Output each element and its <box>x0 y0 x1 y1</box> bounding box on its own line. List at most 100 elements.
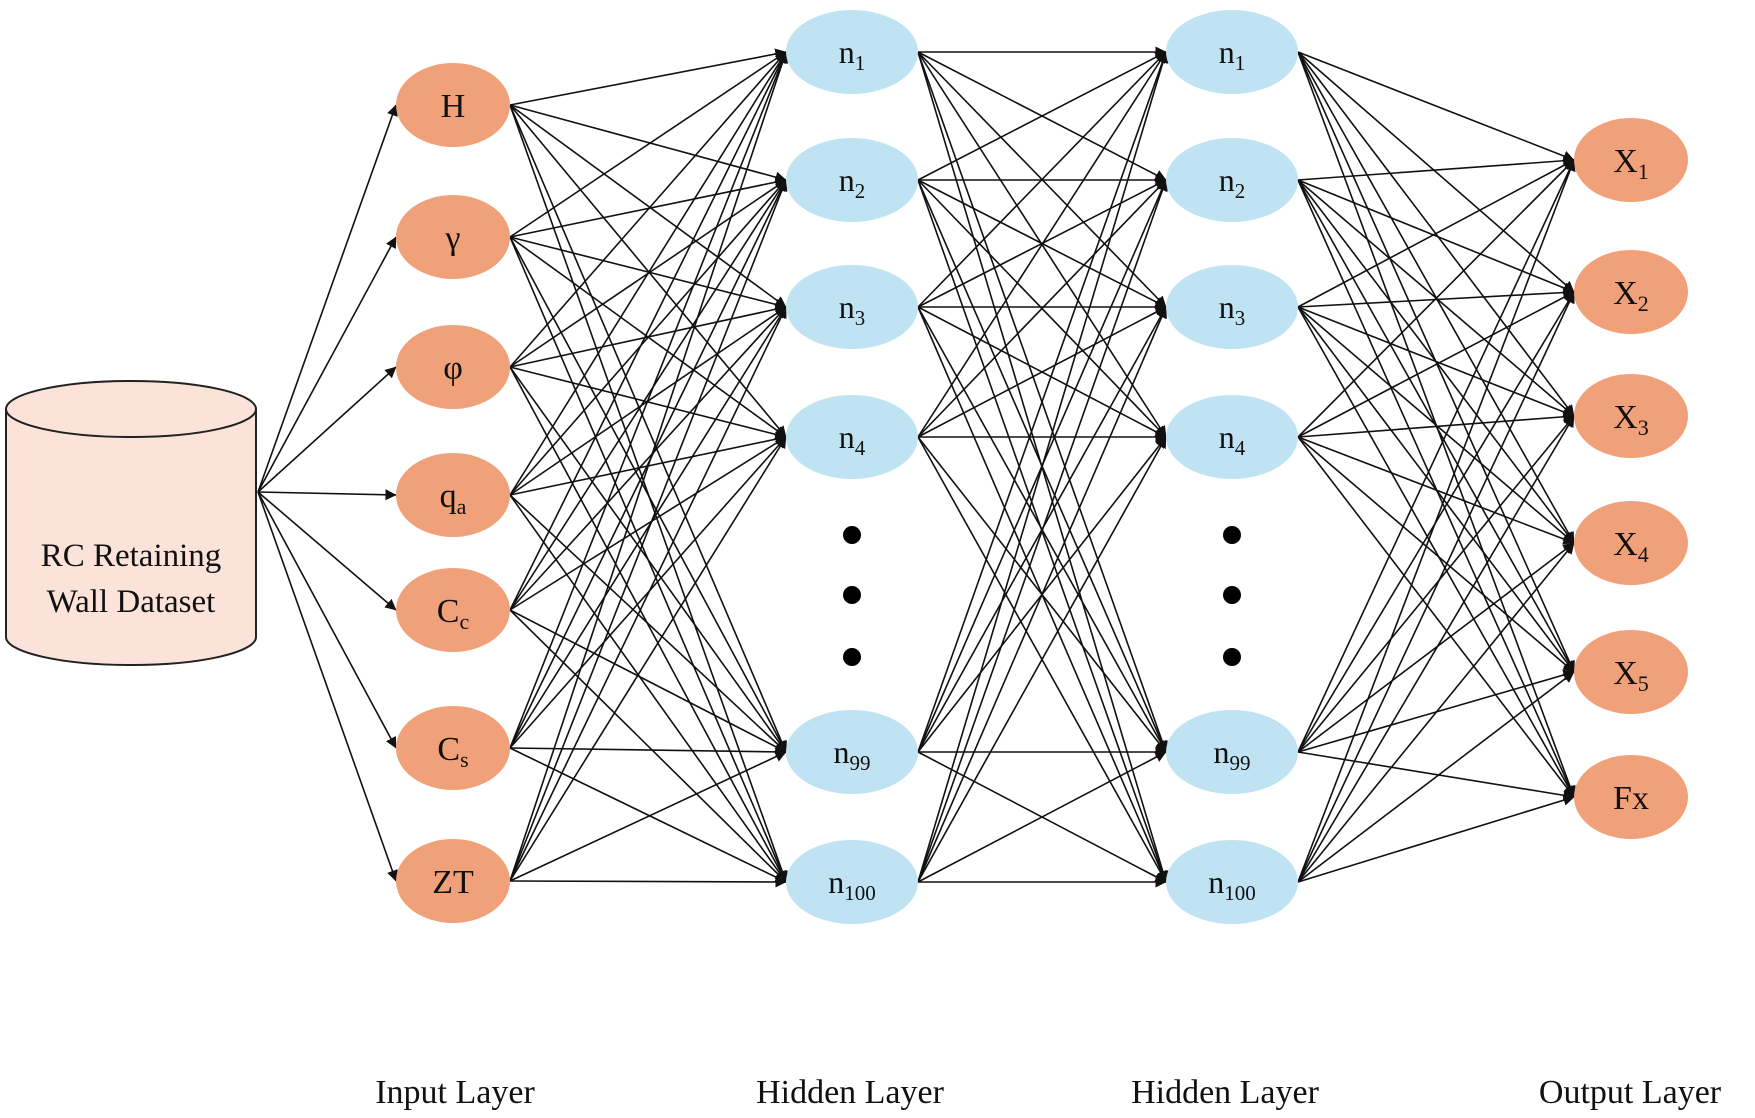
hidden2-output-edge-3-4 <box>1297 436 1575 673</box>
hidden1-node-label: n4 <box>839 419 866 460</box>
hidden1-hidden2-edge-5-1 <box>917 179 1168 883</box>
hidden-layer-1-label: Hidden Layer <box>756 1074 945 1111</box>
input-node-label: H <box>441 88 466 125</box>
hidden2-output-edge-3-0 <box>1297 159 1575 438</box>
input-hidden1-edge-3-0 <box>509 51 787 496</box>
input-hidden1-edge-6-0 <box>509 51 788 882</box>
input-hidden1-edge-4-0 <box>509 51 787 611</box>
hidden1-node-label: n2 <box>839 162 866 203</box>
dataset-edge-4 <box>257 491 397 611</box>
input-node-shape <box>396 839 510 923</box>
hidden1-hidden2-edge-3-1 <box>917 179 1167 438</box>
hidden1-node-5: n99 <box>786 710 918 794</box>
hidden2-node-label: n100 <box>1208 864 1256 905</box>
hidden2-node-5: n99 <box>1166 710 1298 794</box>
hidden2-node-shape <box>1166 138 1298 222</box>
input-node-label: φ <box>443 350 463 387</box>
hidden1-node-3: n3 <box>786 265 918 349</box>
hidden2-node-shape <box>1166 840 1298 924</box>
hidden2-output-edge-0-0 <box>1297 51 1575 162</box>
ellipsis-dot <box>843 586 861 604</box>
hidden2-output-edge-2-3 <box>1297 306 1575 544</box>
ellipsis-dot <box>843 648 861 666</box>
hidden2-output-edge-5-2 <box>1297 415 1575 883</box>
dataset-edge-1 <box>257 236 397 493</box>
output-node-label: X1 <box>1613 143 1649 184</box>
input-hidden1-edge-1-0 <box>509 51 787 238</box>
output-node-5: X5 <box>1574 630 1688 714</box>
ellipsis-dot <box>843 526 861 544</box>
dataset-cylinder: RC Retaining Wall Dataset <box>5 380 257 666</box>
input-hidden1-edge-5-0 <box>509 51 788 749</box>
hidden2-output-edge-3-2 <box>1297 411 1575 438</box>
hidden2-node-2: n2 <box>1166 138 1298 222</box>
output-node-label: X4 <box>1613 526 1649 567</box>
hidden1-hidden2-edge-1-0 <box>917 51 1167 181</box>
ellipsis-dot <box>1223 526 1241 544</box>
output-node-3: X3 <box>1574 374 1688 458</box>
hidden2-node-label: n3 <box>1219 289 1246 330</box>
dataset-label-line1: RC Retaining <box>41 538 222 574</box>
hidden2-output-edge-2-5 <box>1297 306 1575 798</box>
hidden1-hidden2-edge-5-0 <box>917 51 1169 883</box>
hidden1-hidden2-edge-3-2 <box>917 306 1167 438</box>
hidden1-node-shape <box>786 265 918 349</box>
hidden1-node-shape <box>786 10 918 94</box>
hidden1-node-shape <box>786 840 918 924</box>
output-node-1: X1 <box>1574 118 1688 202</box>
input-node-shape <box>396 325 510 409</box>
hidden2-node-6: n100 <box>1166 840 1298 924</box>
input-node-shape <box>396 706 510 790</box>
output-node-shape <box>1574 630 1688 714</box>
hidden2-output-edge-4-2 <box>1297 415 1575 753</box>
output-node-label: Fx <box>1613 780 1649 817</box>
hidden2-output-edge-2-2 <box>1297 306 1575 418</box>
hidden2-output-edge-3-3 <box>1297 436 1575 545</box>
hidden-layer-2-label: Hidden Layer <box>1131 1074 1320 1111</box>
input-hidden1-edge-5-5 <box>509 747 787 883</box>
hidden2-node-shape <box>1166 710 1298 794</box>
dataset-edge-2 <box>257 366 397 493</box>
dataset-edge-3 <box>257 489 397 501</box>
input-hidden1-edge-5-2 <box>509 306 787 749</box>
output-node-shape <box>1574 755 1688 839</box>
output-node-shape <box>1574 501 1688 585</box>
input-hidden1-edge-2-0 <box>509 51 787 368</box>
hidden2-output-edge-5-0 <box>1297 159 1576 883</box>
hidden2-output-edge-5-3 <box>1297 542 1575 883</box>
input-hidden1-edge-4-2 <box>509 306 787 611</box>
dataset-edge-6 <box>257 491 398 882</box>
input-node-shape <box>396 63 510 147</box>
input-hidden1-edge-6-5 <box>509 876 787 888</box>
input-hidden1-edge-6-4 <box>509 751 787 882</box>
input-hidden1-edge-1-4 <box>509 236 787 753</box>
input-node-label: Cs <box>437 731 468 772</box>
hidden1-hidden2-edge-5-2 <box>917 306 1167 883</box>
hidden1-hidden2-edge-2-0 <box>917 51 1167 308</box>
layer-labels: Input Layer Hidden Layer Hidden Layer Ou… <box>375 1074 1722 1111</box>
dataset-edge-0 <box>257 104 398 493</box>
hidden1-node-label: n99 <box>834 734 871 775</box>
hidden1-node-1: n1 <box>786 10 918 94</box>
hidden2-output-edge-4-0 <box>1297 159 1575 753</box>
hidden2-output-edge-1-0 <box>1297 155 1575 181</box>
input-hidden1-edge-3-4 <box>509 494 787 753</box>
output-node-label: X5 <box>1613 655 1649 696</box>
input-hidden1-edge-0-0 <box>509 48 787 106</box>
output-node-4: X4 <box>1574 501 1688 585</box>
hidden2-output-edge-5-4 <box>1297 671 1575 883</box>
dataset-edge-5 <box>257 491 397 749</box>
input-layer-label: Input Layer <box>375 1074 535 1111</box>
hidden2-node-shape <box>1166 265 1298 349</box>
hidden2-node-label: n99 <box>1214 734 1251 775</box>
output-node-2: X2 <box>1574 250 1688 334</box>
input-node-label: qa <box>440 478 467 519</box>
input-node-4: qa <box>396 453 510 537</box>
hidden1-hidden2-edge-5-3 <box>917 436 1167 883</box>
connection-edges <box>257 46 1576 888</box>
hidden1-node-label: n1 <box>839 34 866 75</box>
hidden2-node-label: n2 <box>1219 162 1246 203</box>
input-node-shape <box>396 195 510 279</box>
